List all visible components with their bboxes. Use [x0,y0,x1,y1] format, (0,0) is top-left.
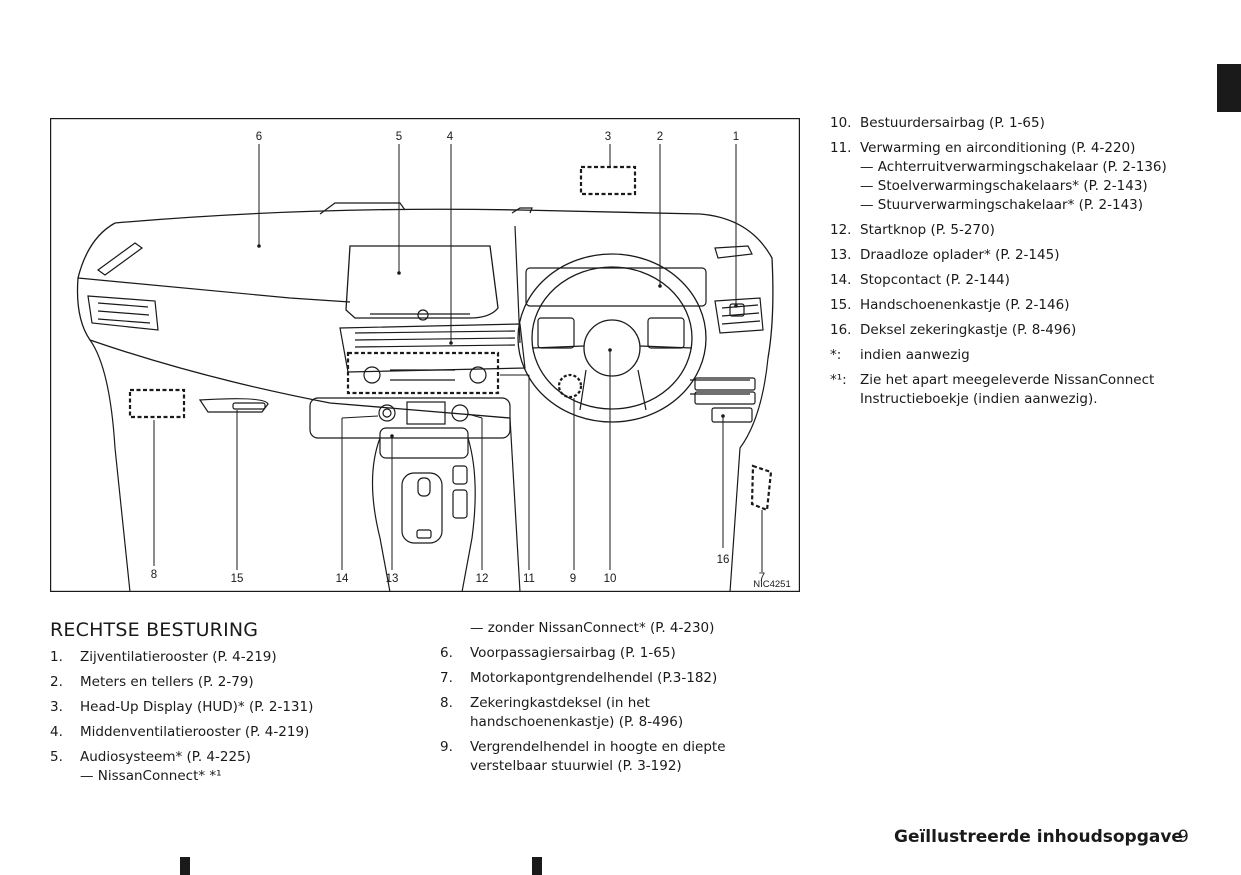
page-number: 9 [1178,827,1189,847]
item-subtext: — NissanConnect* *¹ [80,768,222,784]
item-number: 7. [440,670,453,686]
list-item: 1. Zijventilatierooster (P. 4-219) [50,648,430,667]
item-subtext: — Achterruitverwarmingschakelaar (P. 2-1… [860,159,1167,175]
footnote-mark: *: [830,347,842,363]
footnote-mark: *¹: [830,372,847,388]
list-item: 14. Stopcontact (P. 2-144) [830,271,1210,290]
item-number: 10. [830,115,852,131]
list-item: 6. Voorpassagiersairbag (P. 1-65) [440,644,820,663]
section-title: RECHTSE BESTURING [50,619,259,641]
list-item: 15. Handschoenenkastje (P. 2-146) [830,296,1210,315]
item-text-line2: verstelbaar stuurwiel (P. 3-192) [470,758,682,774]
callout-1: 1 [733,131,739,143]
footnote: *: indien aanwezig [830,346,1210,365]
item-subtext: — zonder NissanConnect* (P. 4-230) [470,620,715,636]
item-text: Zijventilatierooster (P. 4-219) [80,649,277,665]
item-number: 13. [830,247,852,263]
item-text: Bestuurdersairbag (P. 1-65) [860,115,1045,131]
legend-list-right: 10. Bestuurdersairbag (P. 1-65) 11. Verwar… [830,114,1210,415]
item-number: 2. [50,674,63,690]
footer-section-title: Geïllustreerde inhoudsopgave [894,827,1183,847]
item-text: Head-Up Display (HUD)* (P. 2-131) [80,699,314,715]
list-item: 8. Zekeringkastdeksel (in het handschoenen… [440,694,820,732]
footnote-text: indien aanwezig [860,347,970,363]
callout-5: 5 [396,131,402,143]
list-item: 13. Draadloze oplader* (P. 2-145) [830,246,1210,265]
callout-9: 9 [570,573,576,585]
item-text: Deksel zekeringkastje (P. 8-496) [860,322,1077,338]
item-number: 15. [830,297,852,313]
item-text: Startknop (P. 5-270) [860,222,995,238]
callout-3: 3 [605,131,611,143]
item-text-line2: handschoenenkastje) (P. 8-496) [470,714,684,730]
item-text: Motorkapontgrendelhendel (P.3-182) [470,670,718,686]
item-text: Draadloze oplader* (P. 2-145) [860,247,1060,263]
item-text: Voorpassagiersairbag (P. 1-65) [470,645,676,661]
item-text: Handschoenenkastje (P. 2-146) [860,297,1070,313]
item-number: 9. [440,739,453,755]
callout-6: 6 [256,131,262,143]
legend-list-left: 1. Zijventilatierooster (P. 4-219) 2. Mete… [50,648,430,792]
crop-mark [180,857,190,875]
chapter-tab [1217,64,1241,112]
legend-list-middle-items: 6. Voorpassagiersairbag (P. 1-65) 7. Motor… [440,644,820,776]
item-number: 11. [830,140,852,156]
callout-2: 2 [657,131,663,143]
list-item: 9. Vergrendelhendel in hoogte en diepte ve… [440,738,820,776]
item-number: 5. [50,749,63,765]
callout-12: 12 [476,573,489,585]
footnote: *¹: Zie het apart meegeleverde NissanConn… [830,371,1210,409]
item-text: Meters en tellers (P. 2-79) [80,674,254,690]
item-number: 8. [440,695,453,711]
callout-11: 11 [523,573,535,585]
item-number: 3. [50,699,63,715]
item-number: 1. [50,649,63,665]
item-text: Stopcontact (P. 2-144) [860,272,1010,288]
list-item: 3. Head-Up Display (HUD)* (P. 2-131) [50,698,430,717]
item-number: 6. [440,645,453,661]
callout-16: 16 [717,554,730,566]
item-text: Vergrendelhendel in hoogte en diepte [470,739,726,755]
item-number: 14. [830,272,852,288]
list-item: 2. Meters en tellers (P. 2-79) [50,673,430,692]
callout-10: 10 [604,573,617,585]
item-text: Verwarming en airconditioning (P. 4-220) [860,140,1136,156]
callout-14: 14 [336,573,349,585]
list-item: 10. Bestuurdersairbag (P. 1-65) [830,114,1210,133]
callout-13: 13 [386,573,399,585]
callout-15: 15 [231,573,244,585]
footnote-text-line2: Instructieboekje (indien aanwezig). [860,391,1098,407]
list-item: 4. Middenventilatierooster (P. 4-219) [50,723,430,742]
list-item: 12. Startknop (P. 5-270) [830,221,1210,240]
item-number: 4. [50,724,63,740]
item-text: Middenventilatierooster (P. 4-219) [80,724,310,740]
footnote-text: Zie het apart meegeleverde NissanConnect [860,372,1155,388]
crop-mark [532,857,542,875]
item-subtext: — Stoelverwarmingschakelaars* (P. 2-143) [860,178,1148,194]
item-text: Audiosysteem* (P. 4-225) [80,749,251,765]
legend-list-middle: — zonder NissanConnect* (P. 4-230) 6. Voo… [440,619,820,782]
list-item: 7. Motorkapontgrendelhendel (P.3-182) [440,669,820,688]
item-number: 12. [830,222,852,238]
item-subtext: — Stuurverwarmingschakelaar* (P. 2-143) [860,197,1144,213]
item-number: 16. [830,322,852,338]
list-item: 11. Verwarming en airconditioning (P. 4-2… [830,139,1210,215]
dashboard-illustration: 1 2 3 4 5 6 7 8 9 10 11 12 13 14 15 16 N… [50,118,800,592]
item-text: Zekeringkastdeksel (in het [470,695,650,711]
list-item: 5. Audiosysteem* (P. 4-225) — NissanConnec… [50,748,430,786]
callout-4: 4 [447,131,454,143]
list-item: 16. Deksel zekeringkastje (P. 8-496) [830,321,1210,340]
callout-8: 8 [151,569,157,581]
figure-code: NIC4251 [753,579,791,590]
callout-7: 7 [759,572,765,584]
